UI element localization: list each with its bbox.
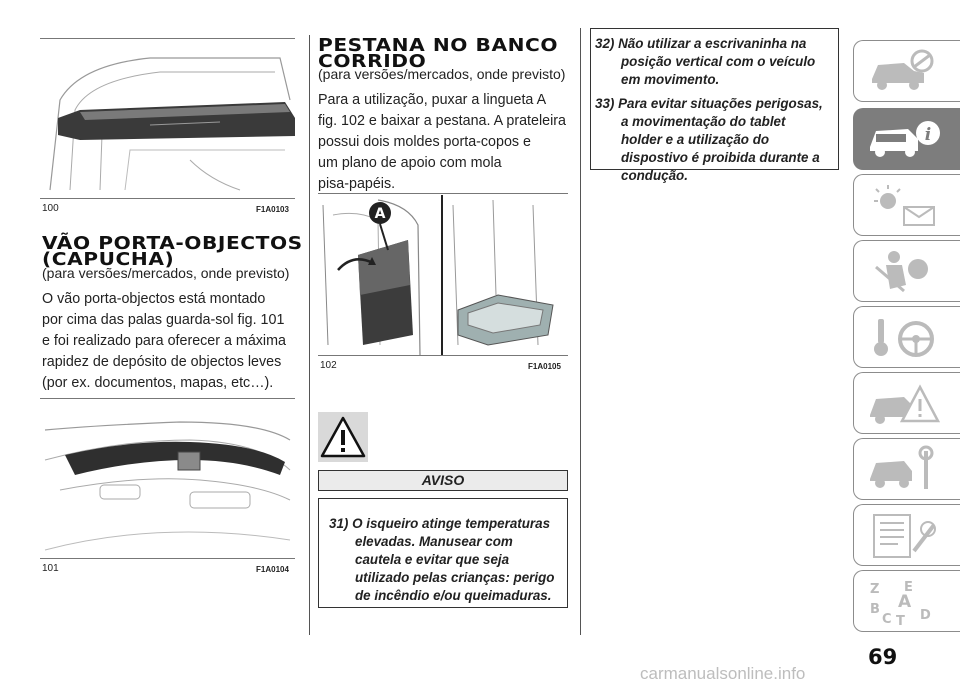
warning-item: 31) O isqueiro atinge temperaturas eleva… (329, 515, 555, 605)
tab-vehicle-knowledge[interactable] (853, 40, 960, 102)
body-line: por cima das palas guarda-sol fig. 101 (42, 312, 285, 328)
figure-101-number: 101 (42, 563, 59, 574)
airbag-seat-icon (875, 251, 928, 293)
note-number: 33) (595, 96, 615, 111)
figure-102-code: F1A0105 (528, 362, 561, 371)
tab-technical-data[interactable] (853, 504, 960, 566)
warning-item-number: 31) (329, 516, 349, 531)
watermark: carmanualsonline.info (640, 664, 806, 683)
note-number: 32) (595, 36, 615, 51)
section-subtitle: (para versões/mercados, onde previsto) (42, 265, 290, 281)
index-letter: Z (870, 582, 879, 597)
body-line: O vão porta-objectos está montado (42, 291, 266, 307)
car-info-icon (872, 49, 934, 90)
section-title-line: CORRIDO (318, 51, 427, 72)
section-body: O vão porta-objectos está montado por ci… (42, 289, 286, 394)
figure-102-bottom-rule (318, 355, 568, 356)
car-wrench-icon (870, 445, 934, 489)
note-item: 33) Para evitar situações perigosas, a m… (595, 95, 828, 185)
technical-data-icon (873, 514, 936, 558)
body-line: Para a utilização, puxar a lingueta A (318, 92, 547, 108)
body-line: possui dois moldes porta-copos e (318, 134, 531, 150)
callout-label: A (375, 206, 386, 222)
figure-101-image (40, 400, 295, 558)
alphabetical-index-icon: Z E A B C D T (870, 580, 931, 627)
body-line: (por ex. documentos, mapas, etc…). (42, 375, 274, 391)
figure-100-bottom-rule (40, 198, 295, 199)
note-text: Para evitar situações perigosas, a movim… (618, 96, 823, 183)
figure-top-rule (318, 193, 568, 194)
section-subtitle: (para versões/mercados, onde previsto) (318, 66, 566, 82)
note-item: 32) Não utilizar a escrivaninha na posiç… (595, 35, 828, 89)
warning-box: 31) O isqueiro atinge temperaturas eleva… (318, 498, 568, 608)
index-letter: C (882, 612, 892, 627)
index-letter: E (904, 580, 913, 595)
car-info-icon: i (870, 121, 940, 157)
warning-heading: AVISO (318, 470, 568, 491)
section-title-line: (CAPUCHA) (42, 249, 175, 270)
figure-100-number: 100 (42, 203, 59, 214)
tab-vehicle-use[interactable]: i (853, 108, 960, 170)
body-line: fig. 102 e baixar a pestana. A prateleir… (318, 113, 566, 129)
index-letter: T (896, 614, 905, 627)
page-number: 69 (868, 645, 898, 669)
warning-item-text: O isqueiro atinge temperaturas elevadas.… (352, 516, 555, 603)
body-line: rapidez de depósito de objectos leves (42, 354, 282, 370)
body-line: pisa-papéis. (318, 176, 396, 192)
car-accident-icon (870, 384, 941, 424)
figure-101-code: F1A0104 (256, 565, 289, 574)
index-letter: B (870, 602, 880, 617)
warning-triangle-icon (318, 412, 368, 467)
index-letter: D (920, 608, 931, 623)
note-text: Não utilizar a escrivaninha na posição v… (618, 36, 816, 87)
section-body: Para a utilização, puxar a lingueta A fi… (318, 90, 566, 195)
figure-100-code: F1A0103 (256, 205, 289, 214)
figure-top-rule (40, 398, 295, 399)
figure-top-rule (40, 38, 295, 39)
svg-text:i: i (925, 125, 931, 145)
notes-box: 32) Não utilizar a escrivaninha na posiç… (590, 28, 839, 183)
body-line: um plano de apoio com mola (318, 155, 502, 171)
tab-maintenance[interactable] (853, 438, 960, 500)
tab-dashboard-lights[interactable] (853, 174, 960, 236)
tab-index[interactable]: Z E A B C D T (853, 570, 960, 632)
warning-lights-icon (874, 185, 935, 226)
index-letter: A (898, 592, 912, 612)
key-steering-wheel-icon (874, 319, 934, 357)
figure-102-number: 102 (320, 360, 337, 371)
column-divider (580, 28, 581, 635)
figure-101-bottom-rule (40, 558, 295, 559)
section-title: PESTANA NO BANCO CORRIDO (318, 35, 559, 72)
body-line: e foi realizado para oferecer a máxima (42, 333, 286, 349)
section-title: VÃO PORTA-OBJECTOS (CAPUCHA) (42, 233, 303, 270)
section-title-line: PESTANA NO BANCO (318, 35, 559, 56)
section-title-line: VÃO PORTA-OBJECTOS (42, 233, 303, 254)
tab-starting-driving[interactable] (853, 306, 960, 368)
tab-emergency[interactable] (853, 372, 960, 434)
column-divider (309, 35, 310, 635)
figure-100-image (40, 40, 295, 198)
tab-safety[interactable] (853, 240, 960, 302)
figure-102-image: A (318, 195, 568, 355)
